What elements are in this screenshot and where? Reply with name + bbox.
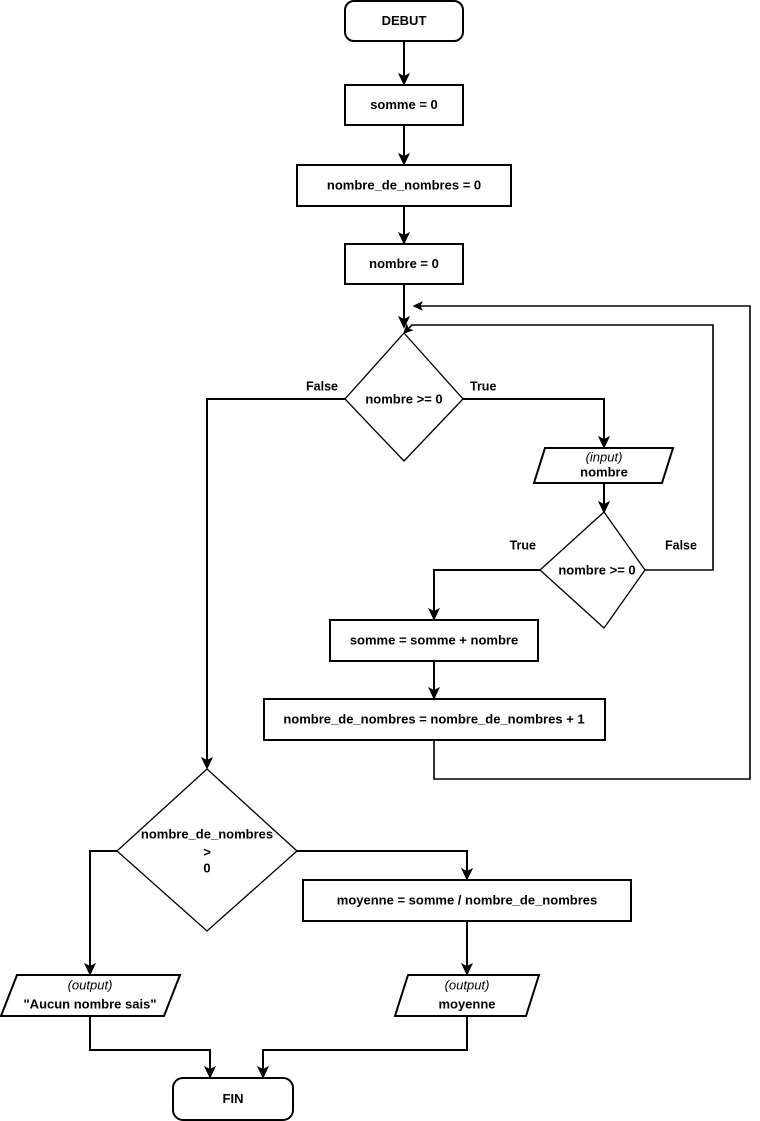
edge-output-none-to-end [89, 1016, 217, 1079]
node-accumulate[interactable]: somme = somme + nombre [329, 619, 539, 662]
node-start[interactable]: DEBUT [344, 0, 464, 42]
edge-label-loop-test-true: True [470, 379, 496, 393]
node-count-test-label-line2: > [203, 844, 211, 859]
node-init-count[interactable]: nombre_de_nombres = 0 [296, 164, 512, 207]
node-end-label: FIN [223, 1091, 244, 1106]
edge-check-false-loopback-inner [403, 323, 714, 571]
node-increment[interactable]: nombre_de_nombres = nombre_de_nombres + … [263, 698, 606, 741]
node-output-avg-label: moyenne [438, 996, 495, 1011]
edge-loop-test-false [200, 398, 345, 770]
edge-increment-loopback-outer [412, 301, 751, 780]
edge-count-test-right [297, 850, 474, 881]
node-average[interactable]: moyenne = somme / nombre_de_nombres [302, 879, 632, 922]
node-input-nombre-label: nombre [580, 464, 628, 479]
node-count-test-label-line3: 0 [203, 860, 210, 875]
node-accumulate-label: somme = somme + nombre [350, 632, 518, 647]
edge-loop-test-true [463, 398, 611, 449]
node-check-nombre-label: nombre >= 0 [558, 562, 635, 577]
edge-label-loop-test-false: False [306, 379, 338, 393]
edge-label-check-false: False [665, 538, 697, 552]
edge-count-test-left [83, 850, 117, 976]
node-output-avg[interactable]: (output) moyenne [393, 974, 541, 1017]
node-init-somme-label: somme = 0 [370, 97, 438, 112]
node-output-none[interactable]: (output) "Aucun nombre sais" [0, 974, 182, 1017]
node-output-avg-tag: (output) [445, 977, 490, 992]
node-input-nombre-tag: (input) [586, 449, 623, 464]
node-init-nombre[interactable]: nombre = 0 [344, 243, 464, 285]
node-count-test-label-line1: nombre_de_nombres [141, 826, 273, 841]
node-start-label: DEBUT [382, 13, 427, 28]
node-end[interactable]: FIN [172, 1077, 294, 1121]
edge-output-avg-to-end [256, 1016, 468, 1079]
node-output-none-label: "Aucun nombre sais" [24, 996, 157, 1011]
node-increment-label: nombre_de_nombres = nombre_de_nombres + … [283, 711, 584, 726]
node-init-nombre-label: nombre = 0 [369, 256, 439, 271]
node-average-label: moyenne = somme / nombre_de_nombres [337, 892, 597, 907]
node-loop-test[interactable]: nombre >= 0 [344, 332, 464, 462]
edge-check-true [427, 569, 540, 621]
node-check-nombre[interactable]: nombre >= 0 [539, 511, 646, 629]
node-loop-test-label: nombre >= 0 [365, 391, 442, 406]
node-output-none-tag: (output) [68, 977, 113, 992]
edge-label-check-true: True [510, 538, 536, 552]
node-input-nombre[interactable]: (input) nombre [532, 447, 675, 484]
node-init-somme[interactable]: somme = 0 [344, 84, 464, 126]
node-init-count-label: nombre_de_nombres = 0 [327, 177, 481, 192]
node-count-test[interactable]: nombre_de_nombres > 0 [116, 768, 298, 932]
